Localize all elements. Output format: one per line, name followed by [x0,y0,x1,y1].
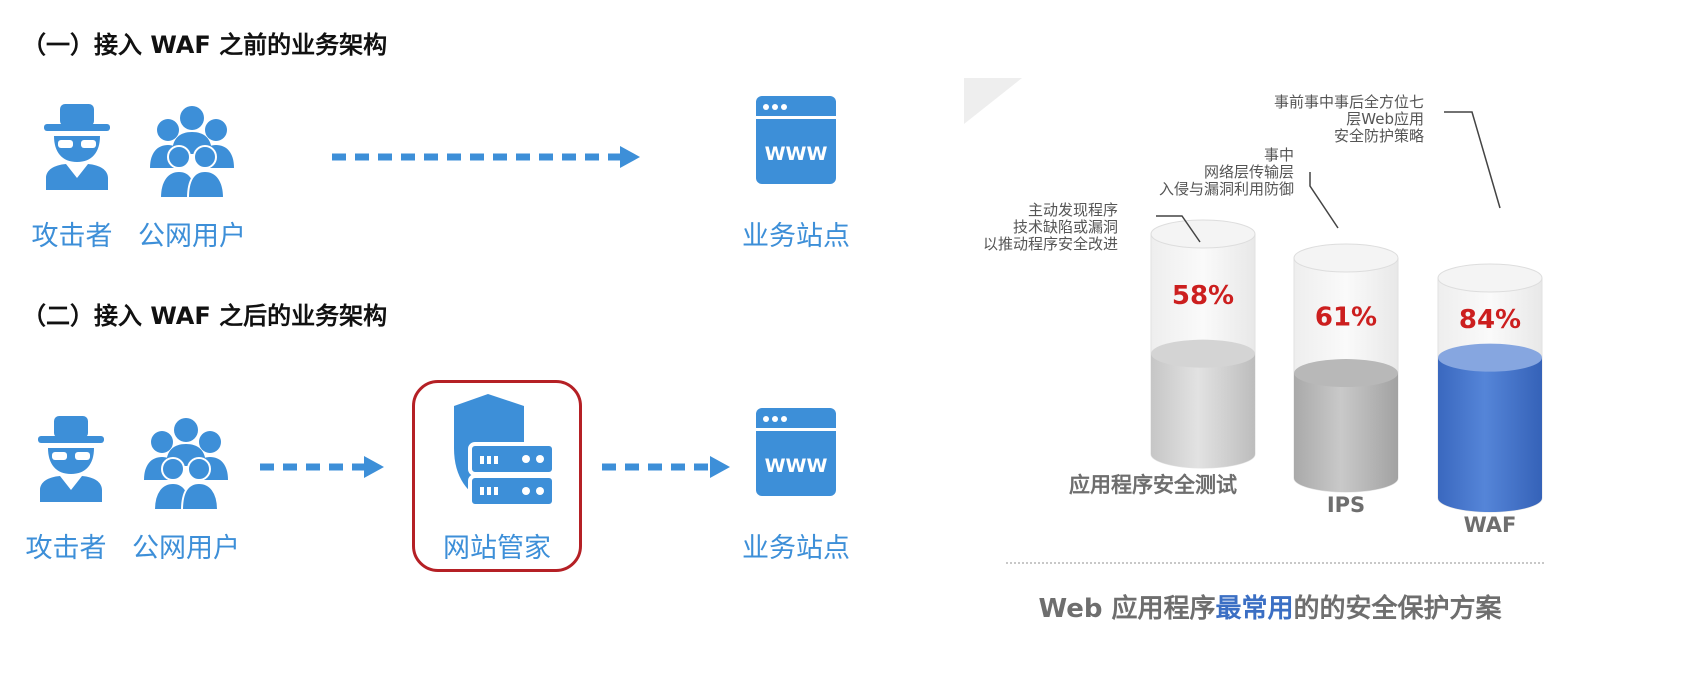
dashed-arrow [602,456,730,478]
divider [1006,562,1544,564]
dashed-arrow [332,146,640,168]
value-label: 84% [1459,305,1521,335]
www-icon: WWW [756,408,836,496]
attacker-label: 攻击者 [31,221,113,252]
public-user-label: 公网用户 [132,533,240,564]
cylinder-bar [1293,243,1399,493]
leader-line [1156,215,1201,243]
annotation-note: 主动发现程序 技术缺陷或漏洞 以推动程序安全改进 [982,201,1118,253]
cylinder-bar [1150,219,1256,469]
value-label: 61% [1315,303,1377,333]
security-solution-chart: 58% 应用程序安全测试 61% IPS 84% WAF [1069,111,1543,537]
leader-line [1309,172,1339,229]
people-icon [150,106,234,198]
attacker-icon [44,104,110,190]
category-label: IPS [1327,493,1365,517]
svg-text:WWW: WWW [765,143,828,165]
waf-highlight-box [412,380,582,572]
dashed-arrow [260,456,384,478]
value-label: 58% [1172,281,1234,311]
annotation-note: 事前事中事后全方位七 层Web应用 安全防护策略 [1273,93,1424,145]
public-user-label: 公网用户 [138,221,246,252]
attacker-label: 攻击者 [25,533,107,564]
www-icon: WWW [756,96,836,184]
panel-corner [964,78,1022,124]
cylinder-bar [1437,263,1543,513]
category-label: 应用程序安全测试 [1069,473,1237,497]
svg-text:WWW: WWW [765,455,828,477]
site-label: 业务站点 [742,533,850,564]
before-heading: （一）接入 WAF 之前的业务架构 [22,31,388,59]
shield-server-icon [454,394,556,508]
attacker-icon [38,416,104,502]
annotation-note: 事中 网络层传输层 入侵与漏洞利用防御 [1158,146,1294,198]
people-icon [144,418,228,510]
site-label: 业务站点 [742,221,850,252]
category-label: WAF [1464,513,1517,537]
guard-label: 网站管家 [443,533,551,564]
leader-line [1444,111,1501,209]
chart-footer-title: Web 应用程序最常用的的安全保护方案 [1038,594,1502,624]
after-heading: （二）接入 WAF 之后的业务架构 [22,302,388,330]
